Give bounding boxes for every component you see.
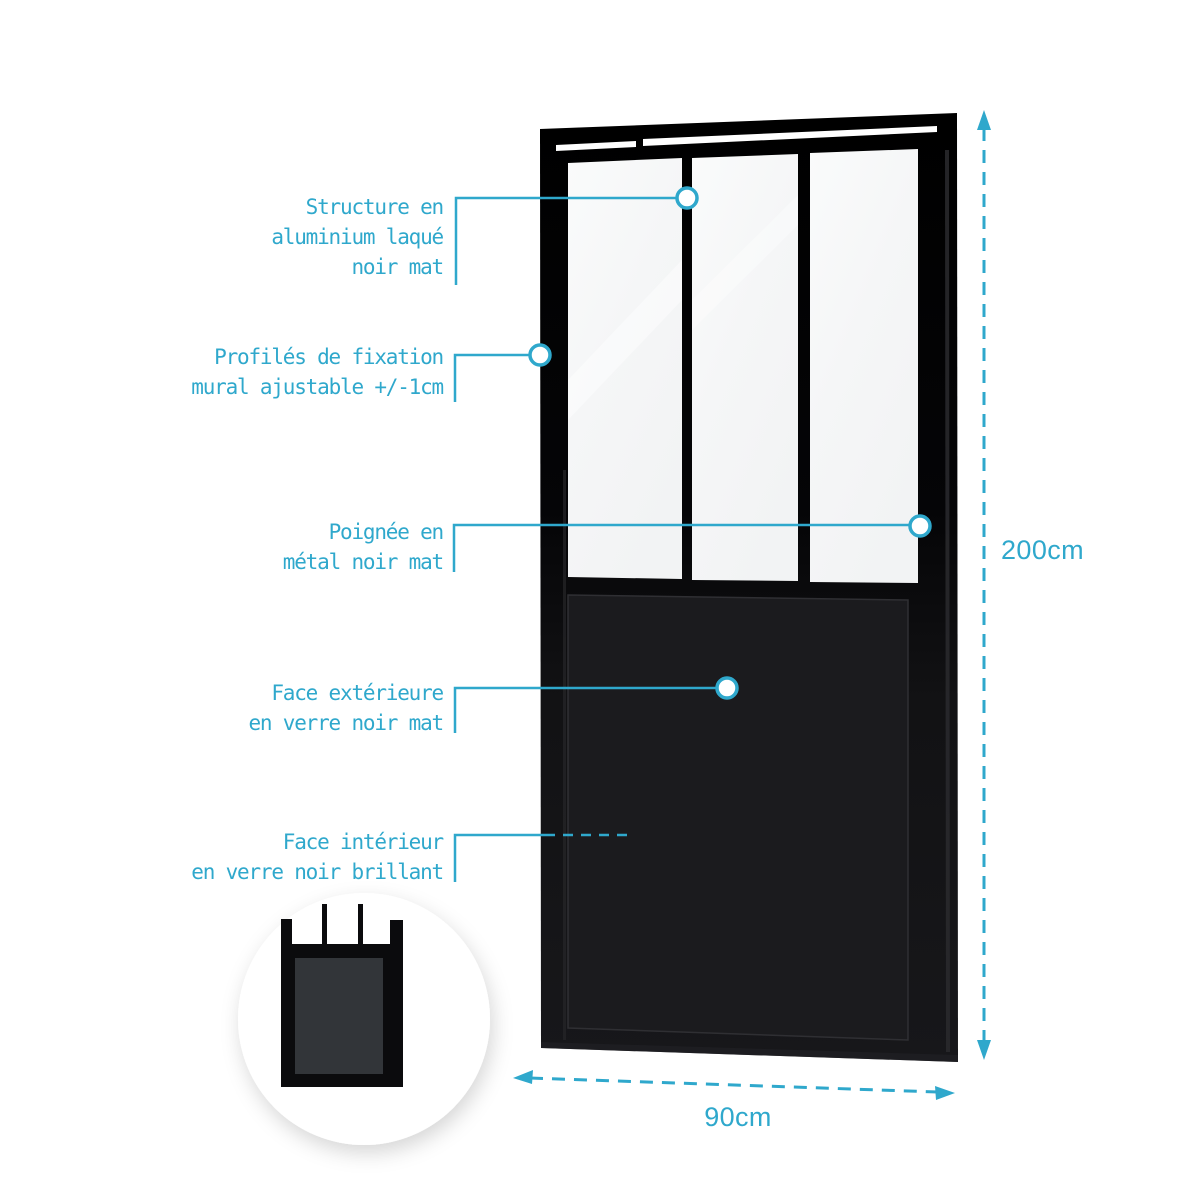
bottom-edge-highlight (541, 1042, 958, 1062)
width-dimension-arrow (513, 1070, 955, 1100)
label-line: noir mat (351, 255, 444, 279)
label-line: Face extérieure (271, 681, 444, 705)
width-dimension-label: 90cm (704, 1102, 772, 1132)
label-handle: Poignée en métal noir mat (282, 517, 445, 577)
callout-dots (528, 186, 932, 700)
glass-pane-middle (692, 154, 798, 581)
left-stile-highlight (563, 470, 566, 1040)
label-line: aluminium laqué (271, 225, 444, 249)
glass-reflection (692, 195, 798, 330)
callout-line-structure (454, 196, 677, 285)
label-line: mural ajustable +/-1cm (191, 375, 444, 399)
height-dimension-label: 200cm (1001, 535, 1085, 565)
callout-line-fixing-profiles (453, 353, 529, 402)
label-line: Structure en (305, 195, 445, 219)
label-line: métal noir mat (282, 550, 444, 574)
label-interior-face: Face intérieur en verre noir brillant (191, 827, 444, 887)
label-line: en verre noir mat (248, 711, 444, 735)
profile-detail-inset (238, 893, 490, 1145)
label-line: en verre noir brillant (191, 860, 444, 884)
label-line: Poignée en (328, 520, 445, 544)
callout-dot-structure (675, 186, 699, 210)
glass-pane-right (810, 149, 918, 583)
label-exterior-face: Face extérieure en verre noir mat (248, 678, 444, 738)
label-line: Face intérieur (282, 830, 444, 854)
callout-dot-exterior-face (715, 676, 739, 700)
callout-line-interior-face (453, 833, 545, 882)
callout-dot-handle (908, 514, 932, 538)
right-stile-highlight (945, 150, 950, 1052)
top-rail-slot-left (556, 141, 636, 151)
callout-line-handle (452, 523, 909, 572)
glass-pane-left (568, 158, 682, 579)
top-rail-slot-right (643, 126, 937, 146)
label-fixing-profiles: Profilés de fixation mural ajustable +/-… (191, 342, 444, 402)
label-structure: Structure en aluminium laqué noir mat (271, 192, 445, 282)
glass-reflection (568, 260, 682, 420)
callout-dot-fixing-profiles (528, 343, 552, 367)
callout-lines (452, 196, 909, 882)
label-line: Profilés de fixation (214, 345, 444, 369)
height-dimension-arrow (977, 110, 991, 1060)
callout-line-exterior-face (453, 686, 716, 733)
lower-panel (567, 594, 909, 1041)
